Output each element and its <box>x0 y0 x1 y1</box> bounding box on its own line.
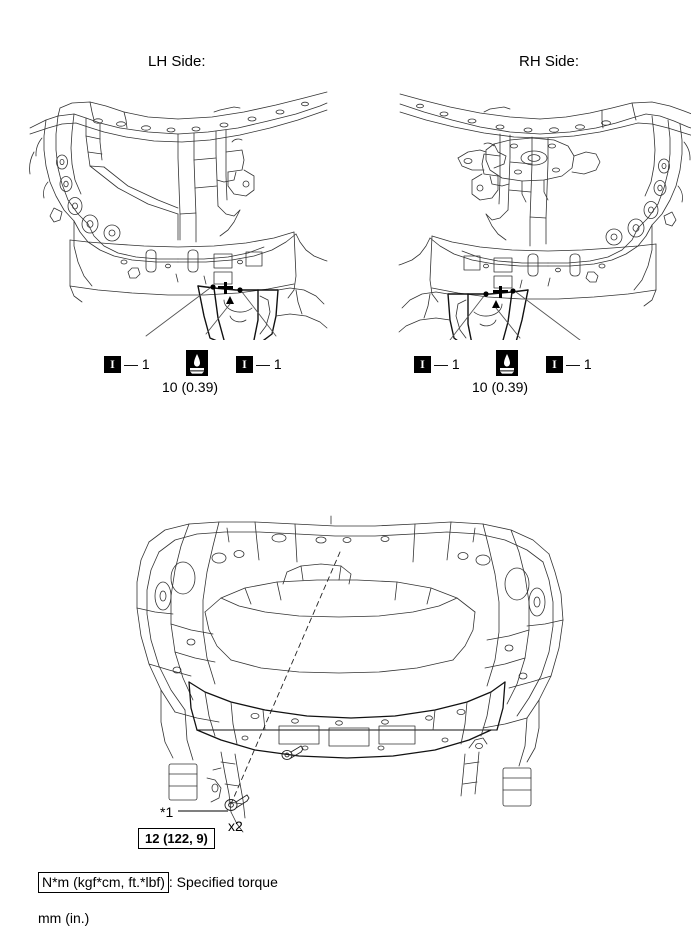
legend-unit-description: : Specified torque <box>168 874 278 890</box>
rh-sealant-torque-value: 10 (0.39) <box>472 379 529 395</box>
sealant-square-icon <box>496 350 518 376</box>
legend-dimension-unit-text: mm (in.) <box>38 910 90 926</box>
assy-bolt-part <box>224 794 250 811</box>
assy-upper-cowl <box>148 515 550 563</box>
lh-callout-right-label: — 1 <box>256 356 282 372</box>
rh-side-title: RH Side: <box>519 53 580 70</box>
assy-lower-crossmember-detail <box>204 691 492 751</box>
legend-unit-box: N*m (kgf*cm, ft.*lbf) <box>38 872 169 893</box>
rh-callout-group: I — 1 10 (0.39) I — 1 <box>398 340 691 400</box>
rh-side-technical-drawing <box>398 90 691 340</box>
sealant-square-icon <box>186 350 208 376</box>
legend-torque-row: N*m (kgf*cm, ft.*lbf) : Specified torque <box>38 872 278 893</box>
lh-main-beam-flange <box>69 231 297 303</box>
lh-callout-left-label: — 1 <box>124 356 150 372</box>
assembly-quantity-label: x2 <box>228 818 243 834</box>
rh-bracket-detail <box>398 291 503 339</box>
lh-upper-rail <box>29 91 328 143</box>
assy-right-apron <box>457 523 564 807</box>
assembly-star-reference: *1 <box>160 804 174 820</box>
lh-right-post-assembly <box>177 129 255 243</box>
lh-left-vertical-post <box>29 113 121 242</box>
rh-fastener-marks <box>483 286 516 308</box>
lh-callout-group: I — 1 10 (0.39) I — 1 <box>28 340 328 400</box>
lh-side-technical-drawing <box>28 90 328 340</box>
assembly-torque-box: 12 (122, 9) <box>138 828 215 849</box>
bolt-square-icon: I <box>546 356 563 373</box>
assembly-technical-drawing <box>135 512 565 842</box>
assy-left-apron <box>136 521 245 801</box>
lh-center-panel <box>85 117 179 241</box>
rh-left-post-assembly <box>471 133 549 247</box>
assy-assembly-dashed-line <box>230 551 341 805</box>
assy-radiator-support-upper <box>204 563 476 674</box>
rh-callout-left-label: — 1 <box>434 356 460 372</box>
legend-dimension-unit: mm (in.) <box>38 910 89 927</box>
rh-leader-lines <box>449 291 581 340</box>
lh-bumper-reinforcement-bracket <box>197 285 279 340</box>
lh-fastener-marks <box>210 282 243 304</box>
bolt-square-icon: I <box>236 356 253 373</box>
lh-leader-lines <box>145 287 277 337</box>
rh-mount-pad-assembly <box>457 137 601 203</box>
assy-lower-crossmember <box>188 681 506 759</box>
assy-right-bracket-detail <box>460 737 488 797</box>
bolt-square-icon: I <box>104 356 121 373</box>
lh-bracket-detail <box>223 287 328 335</box>
rh-main-beam-flange <box>429 235 657 307</box>
assy-bolt-part-upper <box>281 745 304 761</box>
rh-right-vertical-post <box>605 115 691 246</box>
lh-side-title: LH Side: <box>148 53 206 70</box>
bolt-square-icon: I <box>414 356 431 373</box>
rh-bumper-reinforcement-bracket <box>447 289 529 340</box>
rh-lower-crossmember <box>398 224 653 291</box>
rh-callout-right-label: — 1 <box>566 356 592 372</box>
lh-lower-crossmember <box>73 220 328 287</box>
rh-upper-rail <box>399 93 691 139</box>
lh-sealant-torque-value: 10 (0.39) <box>162 379 219 395</box>
